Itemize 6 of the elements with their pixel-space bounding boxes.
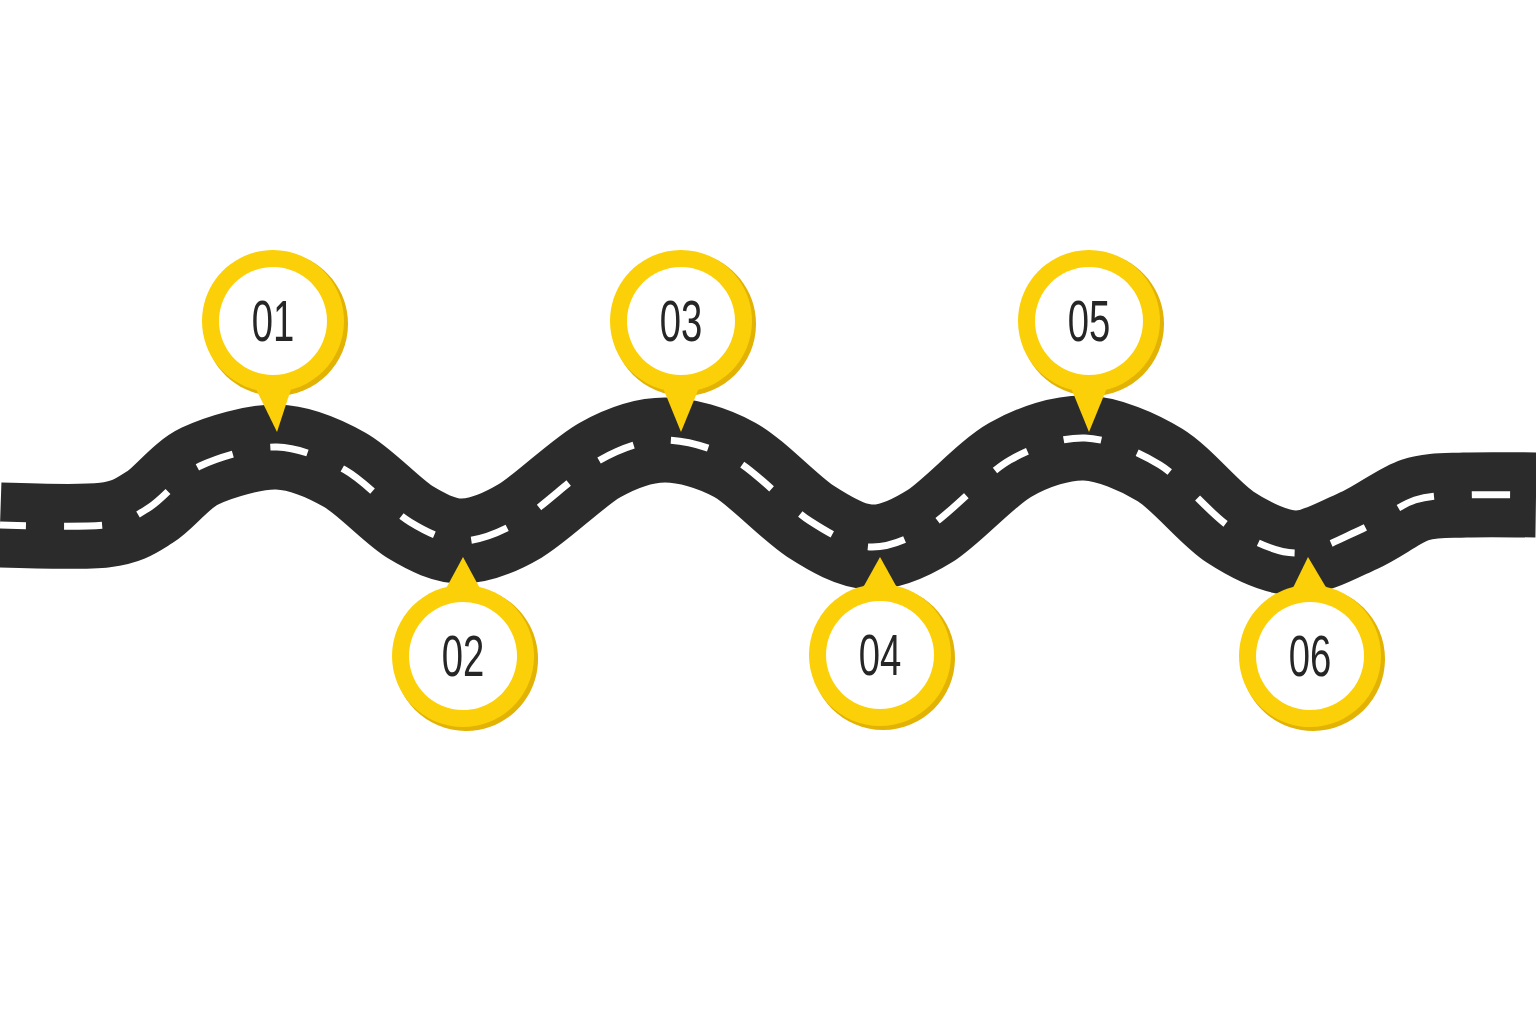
map-pin: 02 [392, 557, 538, 731]
map-pin: 06 [1239, 557, 1385, 731]
map-pin: 04 [809, 557, 955, 730]
map-pin: 01 [202, 250, 348, 432]
map-pin: 03 [610, 250, 756, 432]
map-pin: 05 [1018, 250, 1164, 432]
